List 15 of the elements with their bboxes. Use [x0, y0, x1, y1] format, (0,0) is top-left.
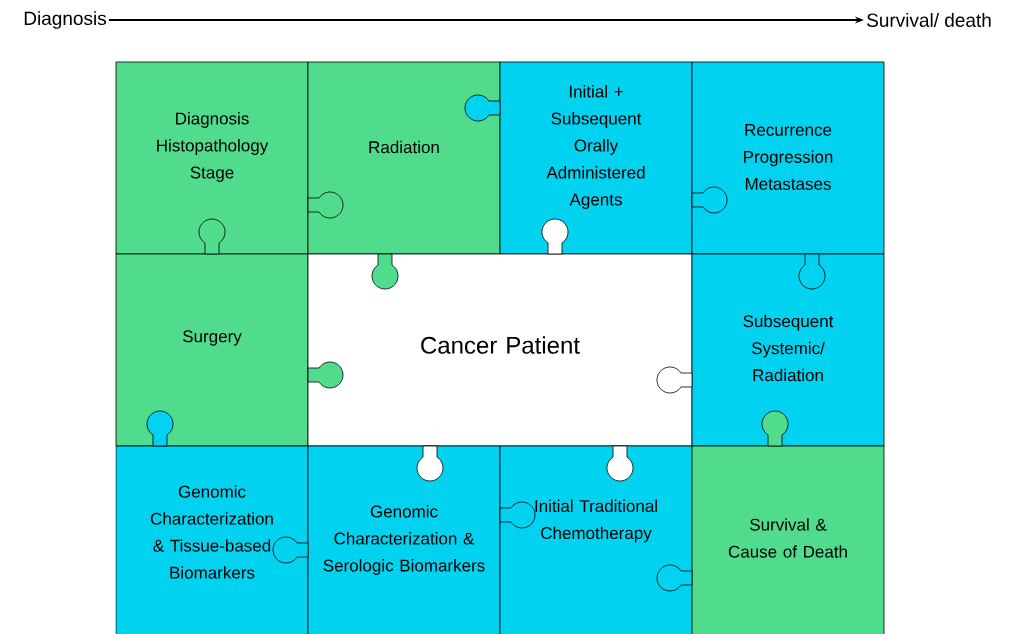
node-label: Genomic Characterization & Serologic Biomarkers [323, 505, 485, 575]
puzzle-piece: Genomic Characterization & Serologic Biomarkers [307, 445, 501, 634]
axis-label: Survival/ death [867, 13, 991, 27]
puzzle-piece: Subsequent Systemic/ Radiation [691, 253, 885, 447]
puzzle-piece: Cancer Patient [307, 253, 693, 447]
puzzle-piece: Recurrence Progression Metastases [691, 61, 885, 255]
puzzle-piece: Initial Traditional Chemotherapy [499, 445, 693, 634]
puzzle-piece: Diagnosis Histopathology Stage [115, 61, 309, 255]
axis-label: Diagnosis [24, 11, 106, 29]
puzzle-piece: Initial + Subsequent Orally Administered Agents [499, 61, 693, 255]
puzzle-piece: Genomic Characterization & Tissue-based Biomarkers [115, 445, 309, 634]
puzzle-piece: Survival & Cause of Death [691, 445, 885, 634]
puzzle-piece: Radiation [307, 61, 501, 255]
puzzle-piece: Surgery [115, 253, 309, 447]
node-label: Genomic Characterization & Tissue-based Biomarkers [150, 485, 273, 579]
